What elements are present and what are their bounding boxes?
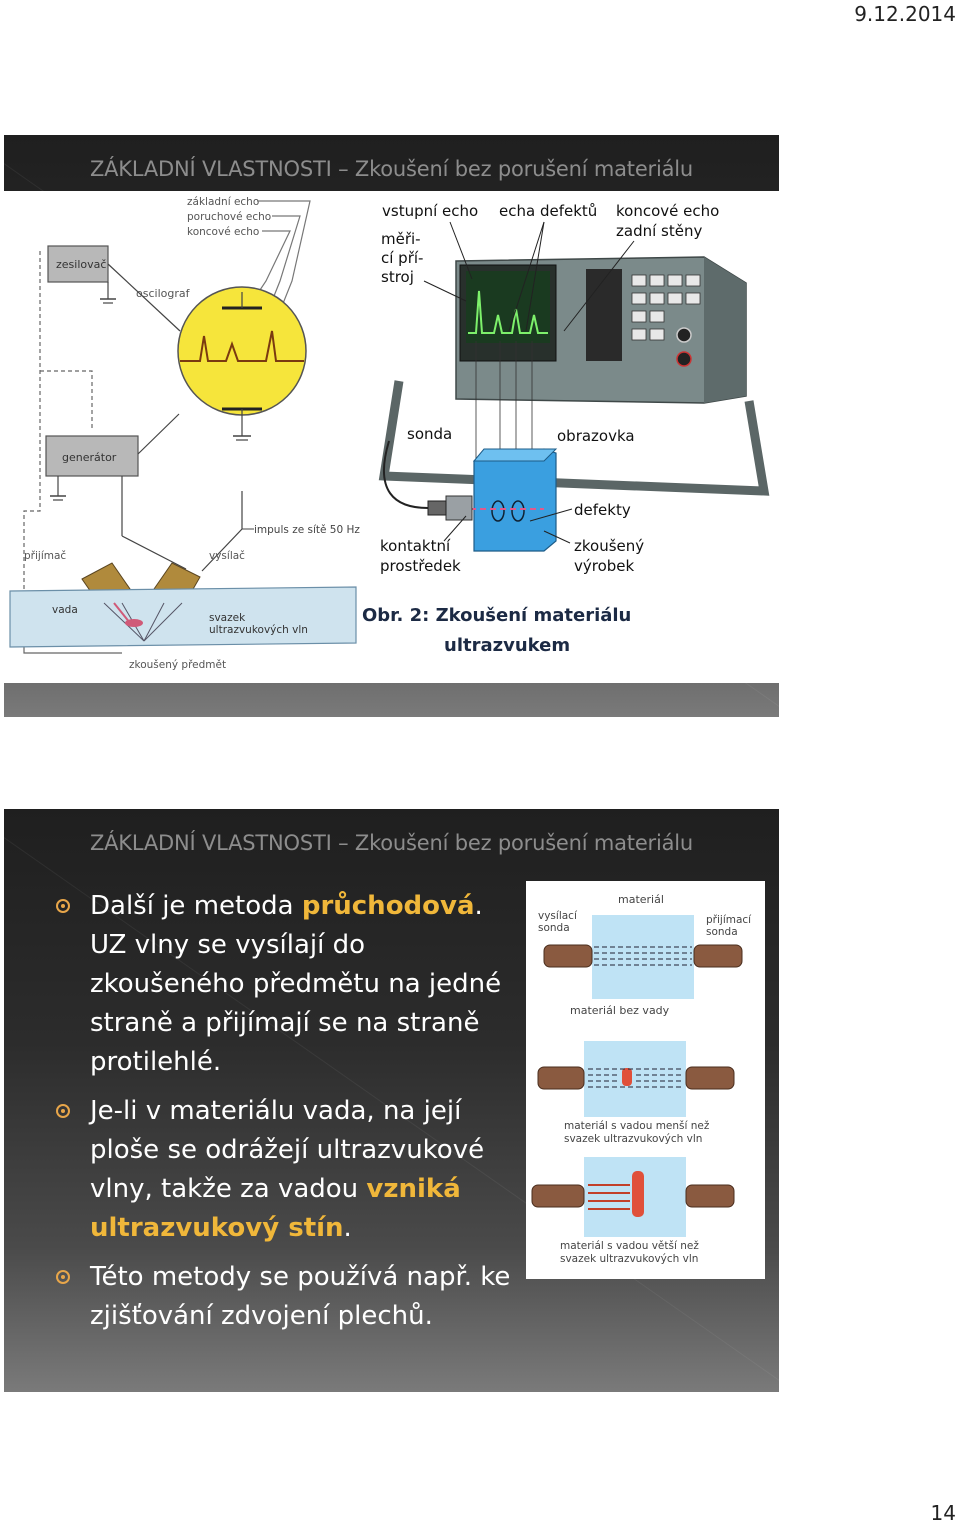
- bullet-marker-icon: [56, 899, 70, 913]
- caption-small-defect-1: materiál s vadou menší než: [564, 1120, 710, 1132]
- label-end-echo-2: zadní stěny: [616, 222, 702, 240]
- label-meter-3: stroj: [381, 268, 414, 286]
- label-meter-2: cí pří-: [381, 249, 423, 267]
- bullet-marker-icon: [56, 1270, 70, 1284]
- caption-large-defect-1: materiál s vadou větší než: [560, 1240, 699, 1252]
- figure-caption-1: Obr. 2: Zkoušení materiálu: [362, 605, 631, 626]
- label-receiver: přijímač: [24, 550, 66, 562]
- label-pulse: impuls ze sítě 50 Hz: [254, 524, 360, 536]
- small-defect-panel: materiál s vadou menší než svazek ultraz…: [537, 1041, 735, 1145]
- transmission-diagram: materiál vysílací sonda přijímací sonda …: [531, 893, 752, 1265]
- label-amplifier: zesilovač: [56, 258, 106, 271]
- label-beam-1: svazek: [209, 612, 246, 624]
- label-product-2: výrobek: [574, 557, 635, 575]
- label-meter-1: měři-: [381, 230, 421, 248]
- label-receive-2: sonda: [706, 926, 738, 938]
- no-defect-panel: materiál bez vady: [543, 915, 743, 1017]
- label-transmit-2: sonda: [538, 922, 570, 934]
- bullet-item: Další je metoda průchodová. UZ vlny se v…: [56, 887, 526, 1082]
- tested-object: [9, 586, 357, 648]
- label-defect: vada: [52, 604, 78, 616]
- label-end-echo-1: koncové echo: [616, 202, 719, 220]
- caption-large-defect-2: svazek ultrazvukových vln: [560, 1253, 698, 1265]
- label-basic-echo: základní echo: [187, 196, 259, 208]
- large-defect-panel: materiál s vadou větší než svazek ultraz…: [531, 1157, 735, 1265]
- defect-mark: [125, 619, 143, 627]
- label-generator: generátor: [62, 451, 117, 464]
- ultrasonic-instrument-illustration: vstupní echo echa defektů koncové echo z…: [362, 191, 770, 656]
- highlight-text: průchodová: [301, 891, 475, 921]
- transmission-method-figure: materiál vysílací sonda přijímací sonda …: [526, 881, 765, 1279]
- generator-box: [45, 435, 139, 477]
- highlight-text: vzniká ultrazvukový stín: [90, 1174, 461, 1243]
- date-header: 9.12.2014: [854, 2, 956, 26]
- label-fault-echo: poruchové echo: [187, 211, 271, 223]
- label-product-1: zkoušený: [574, 537, 644, 555]
- label-defects: defekty: [574, 501, 631, 519]
- slide-2-title: ZÁKLADNÍ VLASTNOSTI – Zkoušení bez poruš…: [89, 831, 694, 855]
- caption-small-defect-2: svazek ultrazvukových vln: [564, 1133, 702, 1145]
- ultrasound-figure-panel: základní echo poruchové echo koncové ech…: [4, 191, 779, 683]
- label-input-echo: vstupní echo: [382, 202, 478, 220]
- label-end-echo: koncové echo: [187, 226, 259, 238]
- bullet-list: Další je metoda průchodová. UZ vlny se v…: [56, 887, 526, 1346]
- label-receive-1: přijímací: [706, 914, 752, 926]
- figure-caption-2: ultrazvukem: [444, 635, 570, 656]
- label-defect-echoes: echa defektů: [499, 202, 597, 220]
- slide-1: ZÁKLADNÍ VLASTNOSTI – Zkoušení bez poruš…: [4, 135, 779, 717]
- pulse-echo-schematic: základní echo poruchové echo koncové ech…: [9, 196, 360, 671]
- tested-product-block: [473, 448, 557, 552]
- label-transmitter: vysílač: [209, 550, 245, 562]
- label-contact-2: prostředek: [380, 557, 461, 575]
- slide-2: ZÁKLADNÍ VLASTNOSTI – Zkoušení bez poruš…: [4, 809, 779, 1392]
- bullet-item: Je-li v materiálu vada, na její ploše se…: [56, 1092, 526, 1248]
- caption-no-defect: materiál bez vady: [570, 1004, 670, 1017]
- amplifier-box: [47, 245, 109, 283]
- label-material: materiál: [618, 893, 664, 906]
- label-tested-object: zkoušený předmět: [129, 659, 226, 671]
- label-oscillograph: oscilograf: [136, 287, 191, 300]
- slide-1-title: ZÁKLADNÍ VLASTNOSTI – Zkoušení bez poruš…: [89, 157, 694, 181]
- probe-device: [445, 495, 473, 521]
- label-transmit-1: vysílací: [538, 910, 578, 922]
- page-number: 14: [930, 1501, 956, 1525]
- bullet-item: Této metody se používá např. ke zjišťová…: [56, 1258, 526, 1336]
- label-probe: sonda: [407, 425, 452, 443]
- bullet-marker-icon: [56, 1104, 70, 1118]
- label-beam-2: ultrazvukových vln: [209, 624, 308, 636]
- ultrasound-diagram: základní echo poruchové echo koncové ech…: [9, 191, 770, 671]
- label-screen: obrazovka: [557, 427, 635, 445]
- label-contact-1: kontaktní: [380, 537, 451, 555]
